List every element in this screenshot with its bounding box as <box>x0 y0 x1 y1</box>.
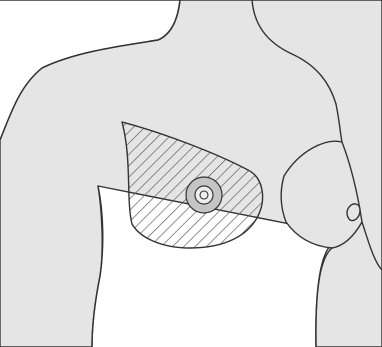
left-nipple-center <box>200 191 208 199</box>
right-nipple <box>347 204 360 221</box>
